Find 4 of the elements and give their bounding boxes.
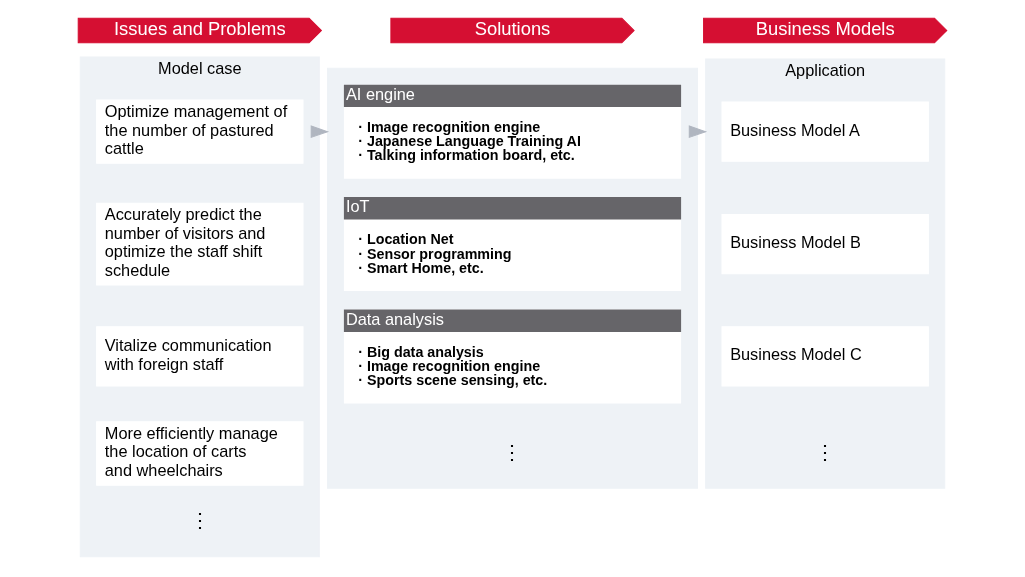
label: ⋮ [502,440,523,463]
label: ⋮ [815,440,836,463]
cluster [327,67,698,489]
label: ⋮ [189,509,210,532]
